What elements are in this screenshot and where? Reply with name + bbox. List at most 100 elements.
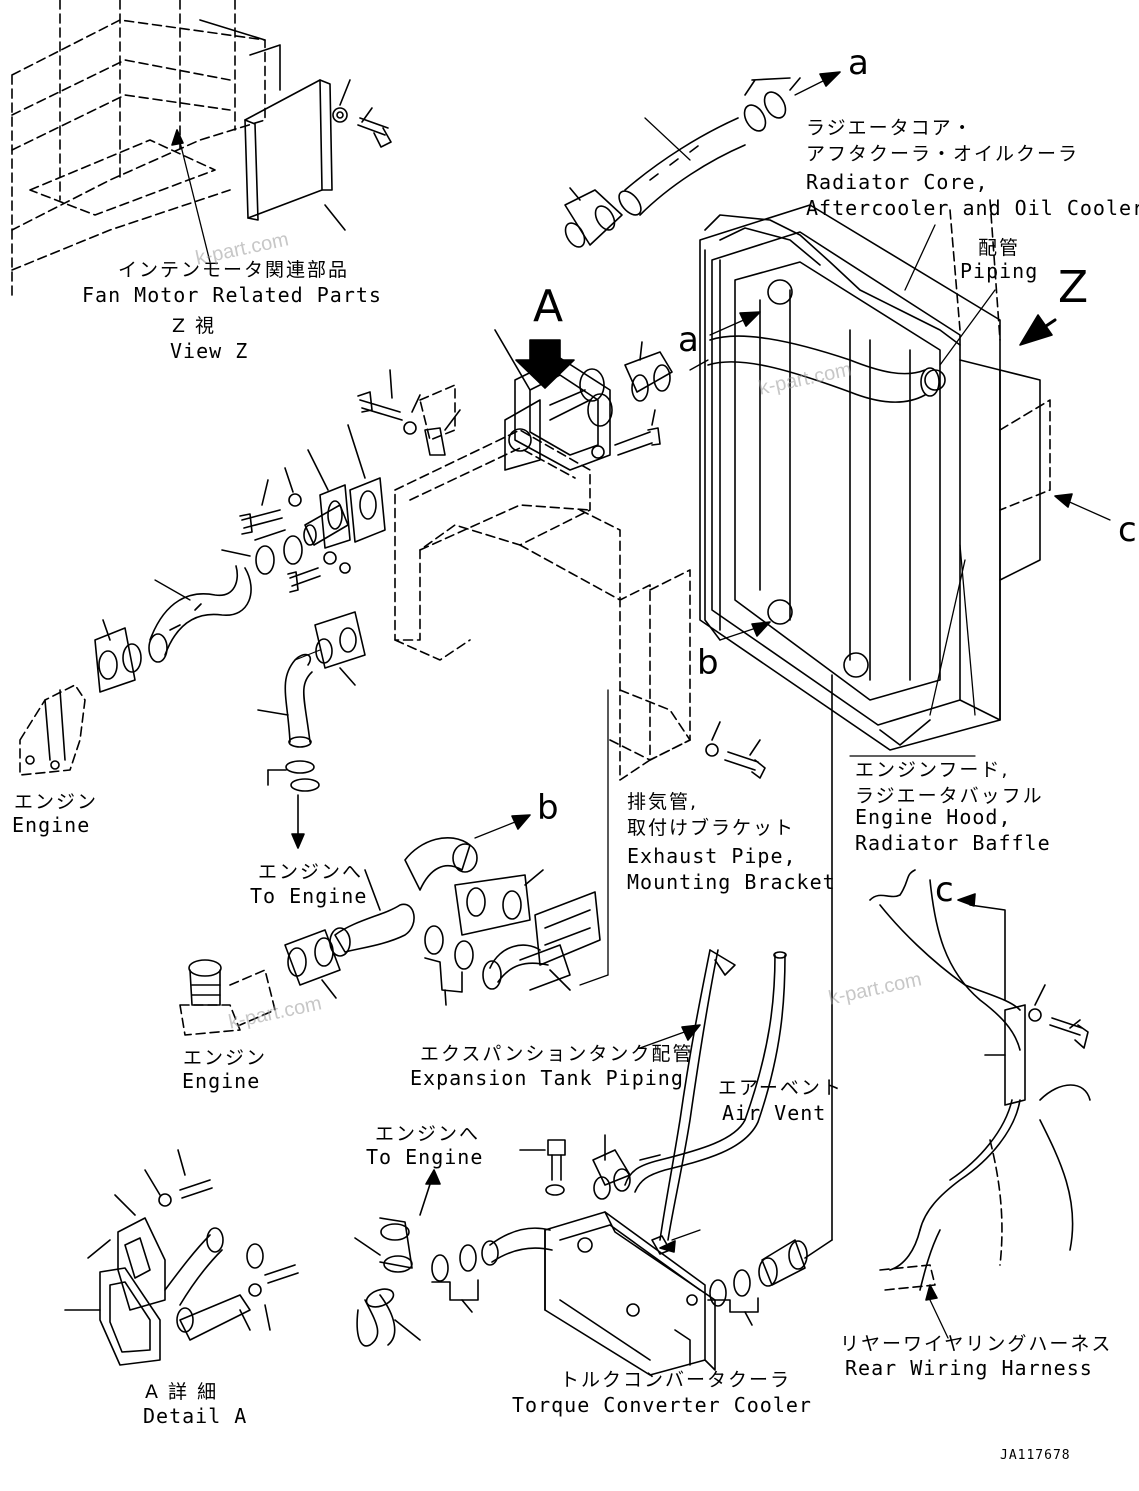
callout-b-mid: b <box>537 788 559 828</box>
fanmotor-jp: インテンモータ関連部品 <box>118 259 350 281</box>
cooler-inlet-pipe <box>481 1227 553 1266</box>
to-engine-clamps-2 <box>284 929 341 999</box>
label-engine1-jp: エンジン <box>14 788 98 815</box>
torque-converter-cooler <box>544 1211 716 1376</box>
label-exhaust-jp2: 取付けブラケット <box>627 814 795 841</box>
bracket-bolt <box>705 721 766 779</box>
toengine1-jp: エンジンへ <box>258 861 364 883</box>
airvent-jp: エアーベント <box>718 1077 843 1099</box>
hood-jp2: ラジエータバッフル <box>855 785 1044 807</box>
lower-clamps-2 <box>424 925 474 1006</box>
label-airvent-en: Air Vent <box>722 1101 827 1125</box>
label-detaila-jp: A 詳 細 <box>145 1378 218 1405</box>
callout-a-top: a <box>848 43 869 83</box>
elbow-bolt <box>591 409 661 459</box>
cooler-clamps-left <box>431 1244 479 1313</box>
label-harness-jp: リヤーワイヤリングハーネス <box>840 1330 1112 1357</box>
tcc-jp: トルクコンバータクーラ <box>560 1369 792 1391</box>
label-hood-en1: Engine Hood, <box>855 805 1012 829</box>
exhaust-jp2: 取付けブラケット <box>627 817 796 839</box>
cooler-clamps-top <box>592 1134 661 1200</box>
label-toengine1-jp: エンジンへ <box>258 858 363 885</box>
toengine2-jp: エンジンへ <box>375 1123 481 1145</box>
label-fanmotor-jp: インテンモータ関連部品 <box>118 256 349 283</box>
rear-wiring-harness <box>869 869 1091 1339</box>
to-engine-clamps-3 <box>354 1177 433 1273</box>
upper-clamps <box>564 187 623 248</box>
label-fanmotor-en: Fan Motor Related Parts <box>82 283 382 307</box>
cooler-clamps-right <box>707 1269 759 1326</box>
label-engine2-jp: エンジン <box>183 1044 267 1071</box>
small-bolts <box>239 467 351 593</box>
label-detaila-en: Detail A <box>143 1404 248 1428</box>
gasket-flanges <box>307 424 386 549</box>
label-toengine2-jp: エンジンへ <box>375 1120 480 1147</box>
engine1-jp: エンジン <box>14 791 99 813</box>
hose-clamps-left <box>221 529 303 575</box>
label-radiator-en2: Aftercooler and Oil Cooler <box>806 196 1139 220</box>
label-toengine1-en: To Engine <box>250 884 368 908</box>
label-exhaust-jp1: 排気管, <box>627 788 698 815</box>
expansion-jp: エクスパンションタンク配管 <box>420 1043 694 1065</box>
cooler-outlet-fitting <box>758 674 833 1287</box>
clamps-pair-left <box>94 619 142 693</box>
label-expansion-jp: エクスパンションタンク配管 <box>420 1040 693 1067</box>
lower-clamps-b <box>454 869 544 936</box>
label-radiator-jp2: アフタクーラ・オイルクーラ <box>806 140 1079 167</box>
middle-clamps <box>294 611 366 686</box>
upper-hose <box>707 335 940 404</box>
detail-a-parts <box>64 1149 299 1366</box>
curved-hose-left <box>148 565 252 663</box>
callout-a-mid: a <box>678 320 699 360</box>
viewz-jp: Z 視 <box>172 315 217 337</box>
hood-jp1: エンジンフード, <box>855 759 1010 781</box>
label-airvent-jp: エアーベント <box>718 1074 843 1101</box>
label-viewz-jp: Z 視 <box>172 312 216 339</box>
cooler-bolt <box>519 1139 566 1196</box>
harness-jp: リヤーワイヤリングハーネス <box>840 1333 1113 1355</box>
fan-motor-frame <box>11 0 281 301</box>
radiator-jp-line1: ラジエータコア・ <box>806 117 974 139</box>
exhaust-jp1: 排気管, <box>627 791 699 813</box>
label-hood-jp1: エンジンフード, <box>855 756 1009 783</box>
arrow-a-marker <box>515 339 575 389</box>
fan-motor-controller <box>244 79 346 231</box>
label-engine2-en: Engine <box>182 1069 261 1093</box>
radiator-jp-line2: アフタクーラ・オイルクーラ <box>806 143 1080 165</box>
short-pipe <box>303 504 349 546</box>
label-tcc-en: Torque Converter Cooler <box>512 1393 812 1417</box>
engine2-jp: エンジン <box>183 1047 268 1069</box>
label-engine1-en: Engine <box>12 813 91 837</box>
label-piping-jp: 配管 <box>978 234 1020 261</box>
callout-c-right: c <box>1118 510 1137 550</box>
piping-jp: 配管 <box>978 237 1021 259</box>
engine-fitting-lower <box>179 959 276 1036</box>
callout-Z: Z <box>1058 262 1089 313</box>
callout-c-lower: c <box>935 870 954 910</box>
label-viewz-en: View Z <box>170 339 249 363</box>
label-exhaust-en1: Exhaust Pipe, <box>627 844 797 868</box>
engine-fitting-upper <box>19 684 86 776</box>
mid-clamps <box>624 341 673 402</box>
to-engine-clamps-1 <box>267 760 320 841</box>
callout-A: A <box>533 281 564 332</box>
drawing-code: JA117678 <box>1000 1448 1071 1463</box>
fan-motor-bolt <box>332 79 392 148</box>
air-vent-pipe <box>624 951 787 1193</box>
expansion-tank-piping <box>639 949 736 1241</box>
to-engine-hose-2 <box>356 1288 421 1347</box>
callout-b-right: b <box>697 643 719 683</box>
radiator-assembly <box>699 199 1051 751</box>
label-tcc-jp: トルクコンバータクーラ <box>560 1366 791 1393</box>
label-radiator-en1: Radiator Core, <box>806 170 989 194</box>
label-toengine2-en: To Engine <box>366 1145 484 1169</box>
label-hood-jp2: ラジエータバッフル <box>855 782 1044 809</box>
vent-clip <box>651 1229 701 1255</box>
label-piping-en: Piping <box>960 259 1039 283</box>
lower-hose-b <box>404 817 526 891</box>
detaila-jp: A 詳 細 <box>145 1381 219 1403</box>
middle-hose <box>257 653 313 748</box>
left-bolt-set <box>357 369 461 456</box>
